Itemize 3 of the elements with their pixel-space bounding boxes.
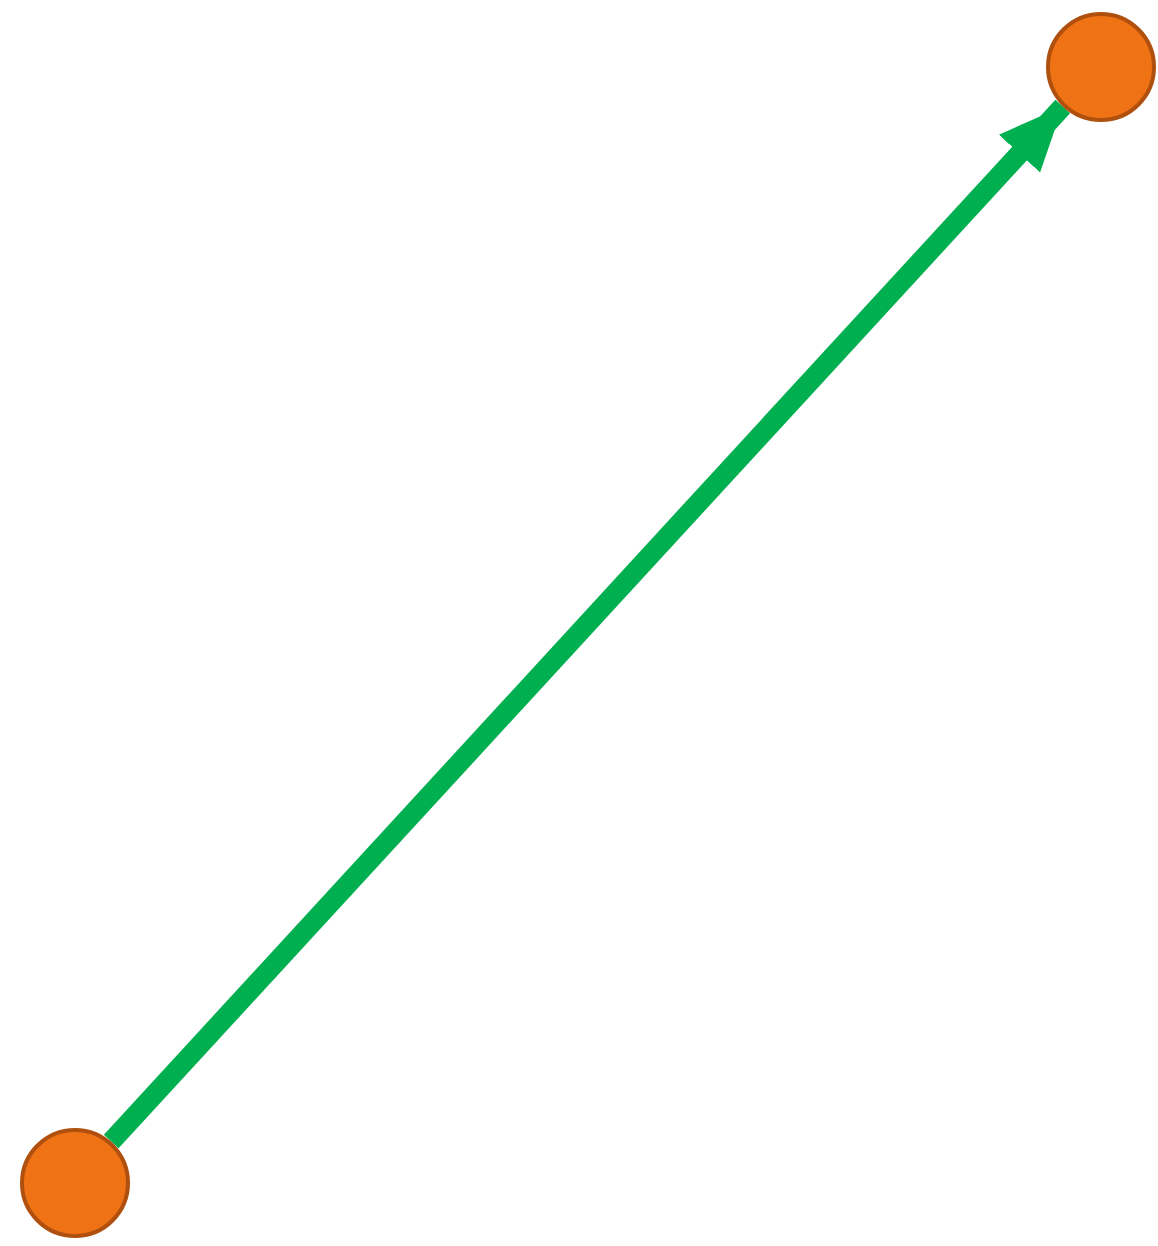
circle-node: [1045, 11, 1155, 121]
arrow: [103, 99, 1071, 1149]
circle-node: [19, 1127, 129, 1237]
